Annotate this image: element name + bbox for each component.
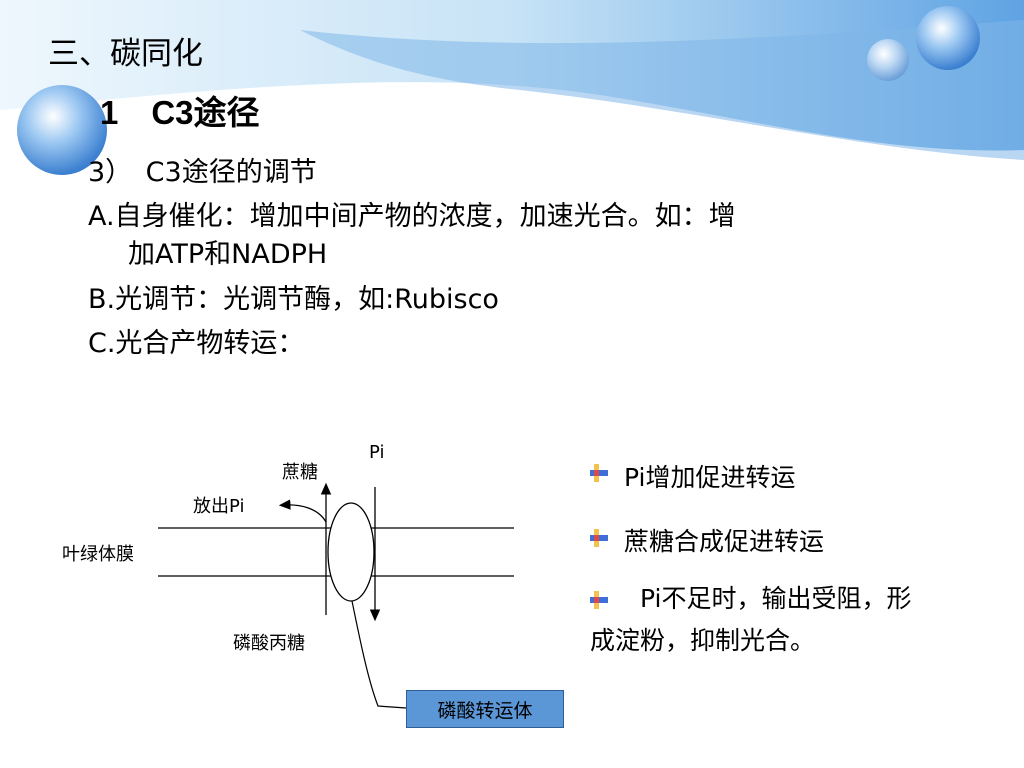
pi-top-label: Pi bbox=[369, 442, 385, 463]
bullet-icon bbox=[590, 529, 608, 547]
point-a-continued: 加ATP和NADPH bbox=[128, 239, 328, 270]
release-pi-label: 放出Pi bbox=[193, 496, 245, 517]
sucrose-label: 蔗糖 bbox=[282, 462, 318, 483]
bullet-icon bbox=[590, 464, 608, 482]
transporter-label-box: 磷酸转运体 bbox=[406, 690, 564, 728]
bullet-1: Pi增加促进转运 bbox=[624, 463, 796, 492]
slide-subtitle: 1 C3途径 bbox=[100, 94, 260, 131]
arrow-release-pi bbox=[278, 499, 327, 523]
bullet-icon bbox=[590, 591, 608, 609]
bullet-2: 蔗糖合成促进转运 bbox=[624, 527, 825, 556]
bullet-3: Pi不足时，输出受阻，形成淀粉，抑制光合。 bbox=[590, 584, 912, 655]
point-a: A.自身催化：增加中间产物的浓度，加速光合。如：增 bbox=[88, 201, 736, 232]
point-c: C.光合产物转运： bbox=[88, 328, 305, 359]
decor-sphere-right bbox=[916, 6, 980, 70]
decor-sphere-large bbox=[17, 85, 107, 175]
transporter-ellipse bbox=[327, 502, 375, 602]
header-swoosh bbox=[300, 20, 1024, 160]
triose-phosphate-label: 磷酸丙糖 bbox=[233, 633, 305, 654]
decor-sphere-small bbox=[867, 39, 909, 81]
point-b: B.光调节：光调节酶，如:Rubisco bbox=[88, 284, 499, 315]
membrane-label: 叶绿体膜 bbox=[62, 544, 134, 565]
slide-title: 三、碳同化 bbox=[48, 36, 203, 72]
section-heading: 3） C3途径的调节 bbox=[88, 157, 317, 188]
transporter-pointer-line bbox=[351, 600, 407, 709]
